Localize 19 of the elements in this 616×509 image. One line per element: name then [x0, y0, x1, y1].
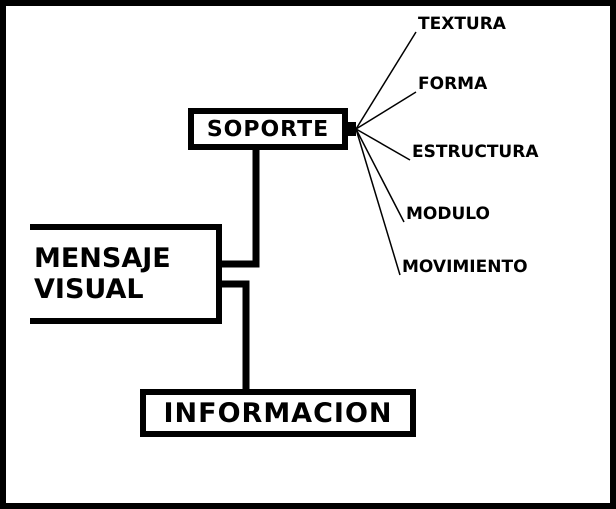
branch-label: MOVIMIENTO: [402, 253, 572, 277]
box-label: MENSAJE VISUAL: [34, 242, 172, 306]
connector-line: [356, 128, 410, 161]
connector-trunk: [348, 122, 356, 136]
label-box: [30, 224, 222, 324]
branch-label: ESTRUCTURA: [412, 138, 582, 162]
box-label: INFORMACION: [163, 398, 392, 428]
connector-line: [356, 91, 416, 130]
box-label: SOPORTE: [206, 116, 330, 142]
connector-line: [222, 150, 260, 268]
branch-label: MODULO: [406, 200, 506, 224]
connector-line: [355, 128, 405, 222]
branch-label: FORMA: [418, 70, 518, 94]
label-box: [188, 108, 348, 150]
connector-line: [355, 128, 401, 276]
connector-line: [222, 280, 250, 389]
connector-line: [355, 32, 417, 130]
branch-label: TEXTURA: [418, 10, 528, 34]
label-box: [140, 389, 416, 437]
